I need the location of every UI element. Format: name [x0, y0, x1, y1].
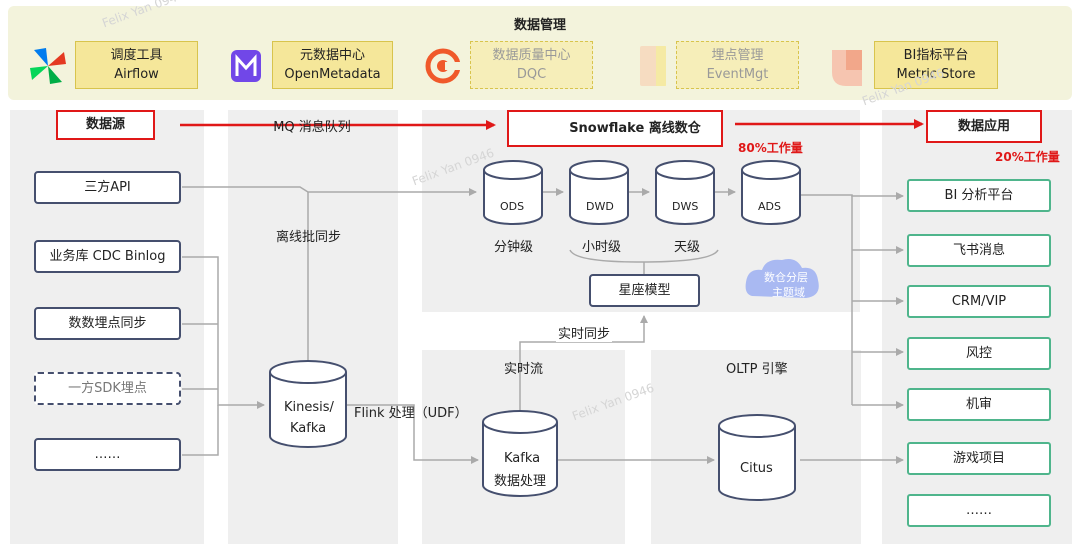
dwd-label: DWD: [586, 200, 614, 213]
mq-panel: [228, 110, 398, 544]
app-bi-platform[interactable]: BI 分析平台: [907, 179, 1051, 212]
apps-section-header: 数据应用: [926, 110, 1042, 143]
mq-section-header: MQ 消息队列: [273, 120, 351, 135]
cloud-line1: 数仓分层: [764, 271, 808, 284]
app-crm-vip[interactable]: CRM/VIP: [907, 285, 1051, 318]
app-more[interactable]: ……: [907, 494, 1051, 527]
dqc-sublabel: DQC: [516, 67, 547, 82]
metric-store-label: BI指标平台: [903, 48, 969, 63]
citus-cylinder[interactable]: [718, 414, 796, 501]
realtime-title: 实时流: [504, 362, 544, 377]
kafka-processing-cylinder[interactable]: [482, 410, 558, 497]
kafka-processing-line1: Kafka: [504, 451, 541, 466]
eventmgt-label: 埋点管理: [711, 48, 764, 63]
warehouse-section-header: Snowflake 离线数仓: [507, 110, 723, 147]
app-game-project[interactable]: 游戏项目: [907, 442, 1051, 475]
batch-sync-label: 离线批同步: [276, 230, 342, 245]
kinesis-label: Kinesis/: [284, 400, 334, 415]
cloud-icon: [745, 259, 819, 298]
openmetadata-sublabel: OpenMetadata: [284, 67, 381, 82]
minute-level-label: 分钟级: [494, 240, 534, 255]
realtime-sync-label: 实时同步: [556, 323, 613, 342]
source-third-party-api[interactable]: 三方API: [34, 171, 181, 204]
flink-label: Flink 处理（UDF）: [354, 406, 468, 421]
source-more[interactable]: ……: [34, 438, 181, 471]
dwd-cylinder[interactable]: [569, 160, 629, 225]
dqc-box[interactable]: 数据质量中心 DQC: [470, 41, 593, 89]
metric-store-box[interactable]: BI指标平台 Metric Store: [874, 41, 998, 89]
star-model-box[interactable]: 星座模型: [589, 274, 700, 307]
dws-label: DWS: [672, 200, 699, 213]
app-risk-control[interactable]: 风控: [907, 337, 1051, 370]
kafka-label: Kafka: [290, 421, 327, 436]
data-management-title: 数据管理: [513, 18, 566, 33]
apps-workload-label: 20%工作量: [995, 150, 1060, 164]
kinesis-kafka-cylinder[interactable]: [269, 360, 347, 448]
hour-level-label: 小时级: [582, 240, 622, 255]
source-section-header: 数据源: [56, 110, 155, 140]
dws-cylinder[interactable]: [655, 160, 715, 225]
app-machine-review[interactable]: 机审: [907, 388, 1051, 421]
eventmgt-sublabel: EventMgt: [706, 67, 769, 82]
day-level-label: 天级: [674, 240, 701, 255]
eventmgt-box[interactable]: 埋点管理 EventMgt: [676, 41, 799, 89]
metric-store-sublabel: Metric Store: [896, 67, 976, 82]
airflow-sublabel: Airflow: [114, 67, 159, 82]
source-cdc-binlog[interactable]: 业务库 CDC Binlog: [34, 240, 181, 273]
source-sdk-tracking[interactable]: 一方SDK埋点: [34, 372, 181, 405]
airflow-box[interactable]: 调度工具 Airflow: [75, 41, 198, 89]
ads-cylinder[interactable]: [741, 160, 801, 225]
citus-label: Citus: [740, 461, 773, 476]
openmetadata-box[interactable]: 元数据中心 OpenMetadata: [272, 41, 393, 89]
kafka-processing-line2: 数据处理: [494, 474, 547, 489]
warehouse-workload-label: 80%工作量: [738, 141, 803, 155]
ods-cylinder[interactable]: [483, 160, 543, 225]
source-event-sync[interactable]: 数数埋点同步: [34, 307, 181, 340]
dqc-label: 数据质量中心: [492, 48, 571, 63]
app-feishu-message[interactable]: 飞书消息: [907, 234, 1051, 267]
ads-label: ADS: [758, 200, 781, 213]
cloud-line2: 主题域: [772, 286, 805, 299]
ods-label: ODS: [500, 200, 525, 213]
openmetadata-label: 元数据中心: [299, 48, 365, 63]
oltp-title: OLTP 引擎: [726, 362, 788, 377]
airflow-label: 调度工具: [110, 48, 163, 63]
